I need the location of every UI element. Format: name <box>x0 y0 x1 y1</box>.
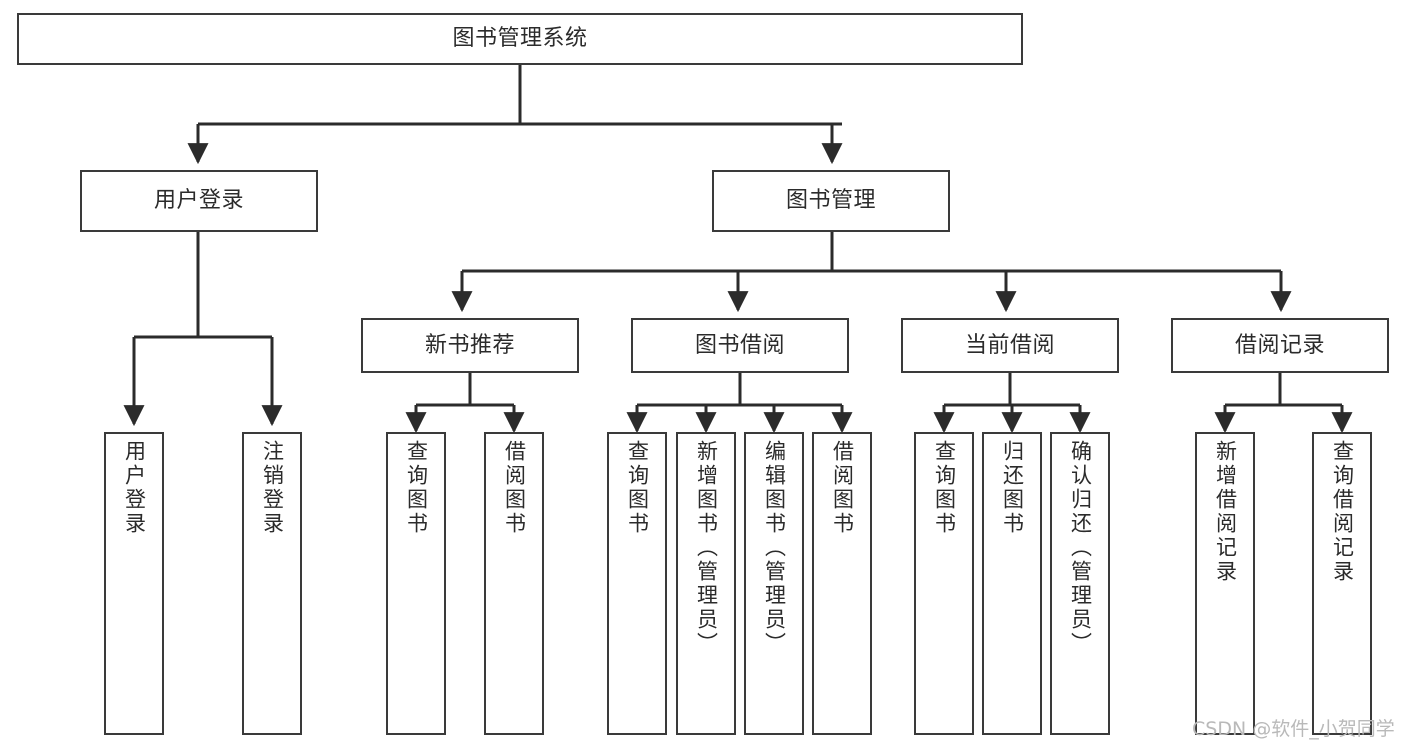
node-label: 新书推荐 <box>424 332 515 358</box>
leaf-query-book-current[interactable]: 查询图书 <box>914 432 974 735</box>
leaf-logout[interactable]: 注销登录 <box>242 432 302 735</box>
node-label: 确认归还（管理员） <box>1068 440 1093 656</box>
node-borrow-record[interactable]: 借阅记录 <box>1171 318 1389 373</box>
leaf-borrow-book[interactable]: 借阅图书 <box>812 432 872 735</box>
node-label: 查询图书 <box>625 440 650 536</box>
node-label: 新增图书（管理员） <box>694 440 719 656</box>
node-label: 借阅图书 <box>830 440 855 536</box>
node-label: 查询图书 <box>404 440 429 536</box>
leaf-edit-book[interactable]: 编辑图书（管理员） <box>744 432 804 735</box>
node-user-login[interactable]: 用户登录 <box>80 170 318 232</box>
leaf-add-book[interactable]: 新增图书（管理员） <box>676 432 736 735</box>
node-current-borrow[interactable]: 当前借阅 <box>901 318 1119 373</box>
node-label: 编辑图书（管理员） <box>762 440 787 656</box>
node-book-borrow[interactable]: 图书借阅 <box>631 318 849 373</box>
node-label: 用户登录 <box>153 188 244 214</box>
node-label: 新增借阅记录 <box>1213 440 1238 584</box>
node-label: 图书管理 <box>785 188 876 214</box>
leaf-confirm-return[interactable]: 确认归还（管理员） <box>1050 432 1110 735</box>
node-label: 图书管理系统 <box>452 26 588 52</box>
node-label: 归还图书 <box>1000 440 1025 536</box>
node-book-manage[interactable]: 图书管理 <box>712 170 950 232</box>
leaf-user-login[interactable]: 用户登录 <box>104 432 164 735</box>
node-label: 借阅图书 <box>502 440 527 536</box>
leaf-query-borrow-record[interactable]: 查询借阅记录 <box>1312 432 1372 735</box>
node-label: 查询借阅记录 <box>1330 440 1355 584</box>
leaf-borrow-book-recommend[interactable]: 借阅图书 <box>484 432 544 735</box>
node-label: 借阅记录 <box>1234 332 1325 358</box>
node-label: 图书借阅 <box>694 332 785 358</box>
node-label: 当前借阅 <box>964 332 1055 358</box>
node-book-management-system[interactable]: 图书管理系统 <box>17 13 1023 65</box>
node-new-book-recommend[interactable]: 新书推荐 <box>361 318 579 373</box>
node-label: 用户登录 <box>122 440 147 536</box>
leaf-add-borrow-record[interactable]: 新增借阅记录 <box>1195 432 1255 735</box>
leaf-return-book[interactable]: 归还图书 <box>982 432 1042 735</box>
leaf-query-book-borrow[interactable]: 查询图书 <box>607 432 667 735</box>
node-label: 注销登录 <box>260 440 285 536</box>
node-label: 查询图书 <box>932 440 957 536</box>
leaf-query-book-recommend[interactable]: 查询图书 <box>386 432 446 735</box>
